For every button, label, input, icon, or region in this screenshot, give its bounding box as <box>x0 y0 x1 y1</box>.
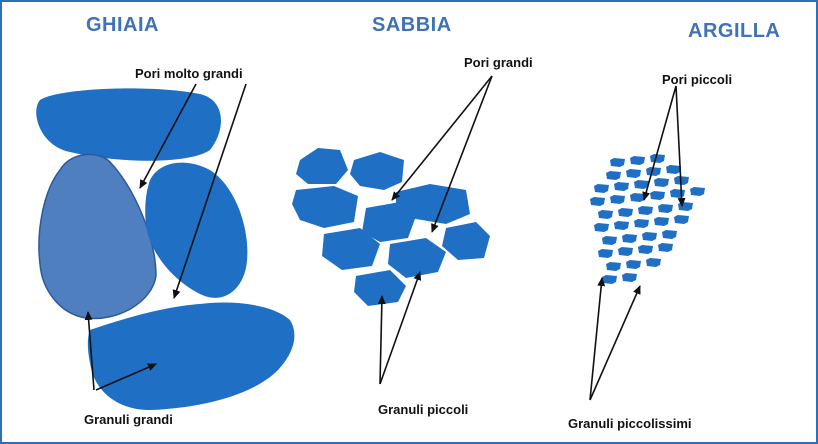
clay-grain <box>614 221 629 230</box>
sand-grain <box>296 148 348 184</box>
clay-grain <box>650 191 665 200</box>
clay-grain <box>618 247 633 256</box>
arrow-clay-grains-1 <box>590 278 602 400</box>
sand-grains-label: Granuli piccoli <box>378 402 468 417</box>
gravel-grains <box>36 88 294 410</box>
clay-grain <box>626 169 641 178</box>
clay-grain <box>646 258 661 267</box>
clay-grain <box>602 275 617 284</box>
sand-title: SABBIA <box>372 14 452 37</box>
sand-grain <box>354 270 406 306</box>
clay-grain <box>598 210 613 219</box>
clay-grain <box>614 182 629 191</box>
clay-grain <box>602 236 617 245</box>
gravel-grain-highlighted <box>39 154 156 318</box>
clay-grains <box>590 154 705 284</box>
clay-grain <box>642 232 657 241</box>
clay-grain <box>622 234 637 243</box>
sand-grain <box>292 186 358 228</box>
gravel-grain <box>88 303 295 410</box>
gravel-grain <box>36 88 221 160</box>
sand-grains <box>292 148 490 306</box>
clay-grain <box>690 187 705 196</box>
clay-grain <box>626 260 641 269</box>
gravel-title: GHIAIA <box>86 14 159 37</box>
gravel-pores-label: Pori molto grandi <box>135 66 243 81</box>
clay-grain <box>594 184 609 193</box>
clay-grain <box>666 165 681 174</box>
clay-grain <box>658 204 673 213</box>
clay-grain <box>638 206 653 215</box>
arrow-clay-grains-2 <box>590 286 640 400</box>
clay-grain <box>674 215 689 224</box>
clay-grain <box>654 178 669 187</box>
clay-grain <box>670 189 685 198</box>
sand-grain <box>442 222 490 260</box>
clay-grain <box>594 223 609 232</box>
arrow-sand-grains-1 <box>380 296 382 384</box>
clay-grain <box>610 158 625 167</box>
arrow-clay-pore-2 <box>676 86 682 206</box>
clay-grain <box>654 217 669 226</box>
clay-grain <box>658 243 673 252</box>
clay-grains-label: Granuli piccolissimi <box>568 416 692 431</box>
clay-grain <box>634 219 649 228</box>
clay-title: ARGILLA <box>688 20 780 43</box>
clay-grain <box>622 273 637 282</box>
clay-grain <box>610 195 625 204</box>
clay-grain <box>606 171 621 180</box>
clay-grain <box>590 197 605 206</box>
clay-grain <box>638 245 653 254</box>
clay-grain <box>662 230 677 239</box>
clay-grain <box>618 208 633 217</box>
clay-grain <box>630 193 645 202</box>
sand-grain <box>350 152 404 190</box>
clay-grain <box>650 154 665 163</box>
sand-pores-label: Pori grandi <box>464 55 533 70</box>
gravel-grains-label: Granuli grandi <box>84 412 173 427</box>
clay-grain <box>598 249 613 258</box>
clay-grain <box>678 202 693 211</box>
clay-grain <box>606 262 621 271</box>
clay-pores-label: Pori piccoli <box>662 72 732 87</box>
sand-grain <box>388 238 446 278</box>
arrow-sand-pore-1 <box>392 76 492 200</box>
clay-grain <box>630 156 645 165</box>
